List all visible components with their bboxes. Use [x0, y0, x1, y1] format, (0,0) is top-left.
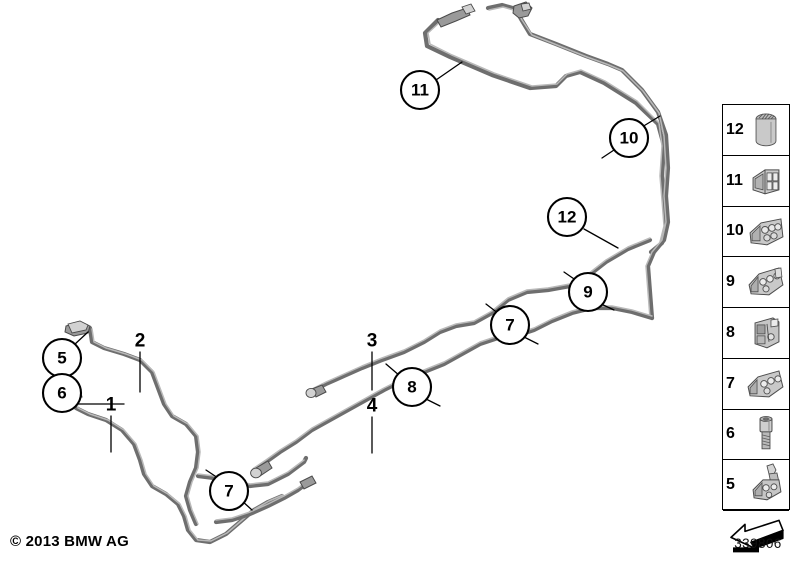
legend-number: 7: [726, 374, 735, 392]
callout-bubble-7-lower[interactable]: 7: [208, 470, 250, 512]
pipe-end-fitting-lower-center: [250, 460, 273, 479]
callout-bubble-8[interactable]: 8: [391, 366, 433, 408]
legend-item-12[interactable]: 12: [723, 105, 789, 156]
plain-callout-1: 1: [106, 395, 117, 416]
legend-number: 8: [726, 323, 735, 341]
line-clamp-multi-icon: [745, 207, 787, 257]
callout-label: 5: [57, 349, 66, 368]
rubber-grommet-sleeve-icon: [745, 105, 787, 155]
legend-number: 9: [726, 273, 735, 291]
pipe-end-fitting-upper-right: [512, 1, 533, 19]
legend-item-8[interactable]: 8: [723, 308, 789, 359]
plain-callout-2: 2: [135, 331, 146, 352]
legend-item-5[interactable]: 5: [723, 460, 789, 511]
legend-direction-arrow-cell: [723, 511, 789, 562]
legend-item-7[interactable]: 7: [723, 359, 789, 410]
callout-label: 6: [57, 384, 66, 403]
legend-number: 6: [726, 425, 735, 443]
legend-item-6[interactable]: 6: [723, 410, 789, 461]
pipe-end-fitting-mid-center: [305, 384, 327, 399]
line-clamp-bracket-icon: [745, 460, 787, 510]
pipe-line-2: [87, 325, 201, 527]
pipe-line-10: [485, 2, 671, 321]
plain-callout-3: 3: [367, 331, 378, 352]
pipe-line-12: [307, 237, 653, 395]
pipe-end-fitting-left-upper: [64, 320, 91, 337]
legend-number: 5: [726, 476, 735, 494]
legend-number: 11: [726, 171, 743, 189]
callout-bubble-6[interactable]: 6: [41, 372, 83, 414]
legend-number: 12: [726, 120, 744, 138]
pipe-end-fitting-short-b: [299, 475, 317, 490]
callout-bubble-5[interactable]: 5: [41, 337, 83, 379]
legend-item-9[interactable]: 9: [723, 257, 789, 308]
callout-label: 10: [620, 129, 639, 148]
legend-item-10[interactable]: 10: [723, 207, 789, 258]
line-clamp-double-icon: [745, 156, 787, 206]
plain-callout-4: 4: [367, 396, 378, 417]
callout-label: 9: [583, 283, 592, 302]
line-bracket-holder-icon: [745, 308, 787, 358]
callout-bubble-9[interactable]: 9: [567, 271, 609, 313]
callout-label: 12: [558, 208, 577, 227]
pipe-line-7-lower-b: [213, 481, 309, 525]
callout-label: 7: [505, 316, 514, 335]
hex-socket-bolt-icon: [745, 410, 787, 460]
callout-bubble-12[interactable]: 12: [546, 196, 588, 238]
callout-bubble-11[interactable]: 11: [399, 69, 441, 111]
callout-label: 8: [407, 378, 416, 397]
diagram-part-number: 339806: [734, 536, 782, 551]
callout-bubble-7-mid[interactable]: 7: [489, 304, 531, 346]
pipe-end-fitting-upper-left: [436, 3, 476, 28]
callout-label: 11: [411, 81, 429, 100]
callout-bubble-10[interactable]: 10: [608, 117, 650, 159]
callout-label: 7: [224, 482, 233, 501]
line-clamp-quad-icon: [745, 257, 787, 307]
copyright-notice: © 2013 BMW AG: [10, 533, 129, 550]
plain-number-leaders: [110, 351, 373, 454]
parts-legend-panel: 12 11: [722, 104, 790, 553]
direction-arrow-icon: [725, 511, 787, 562]
legend-item-11[interactable]: 11: [723, 156, 789, 207]
line-clamp-wide-icon: [745, 359, 787, 409]
legend-number: 10: [726, 222, 744, 240]
